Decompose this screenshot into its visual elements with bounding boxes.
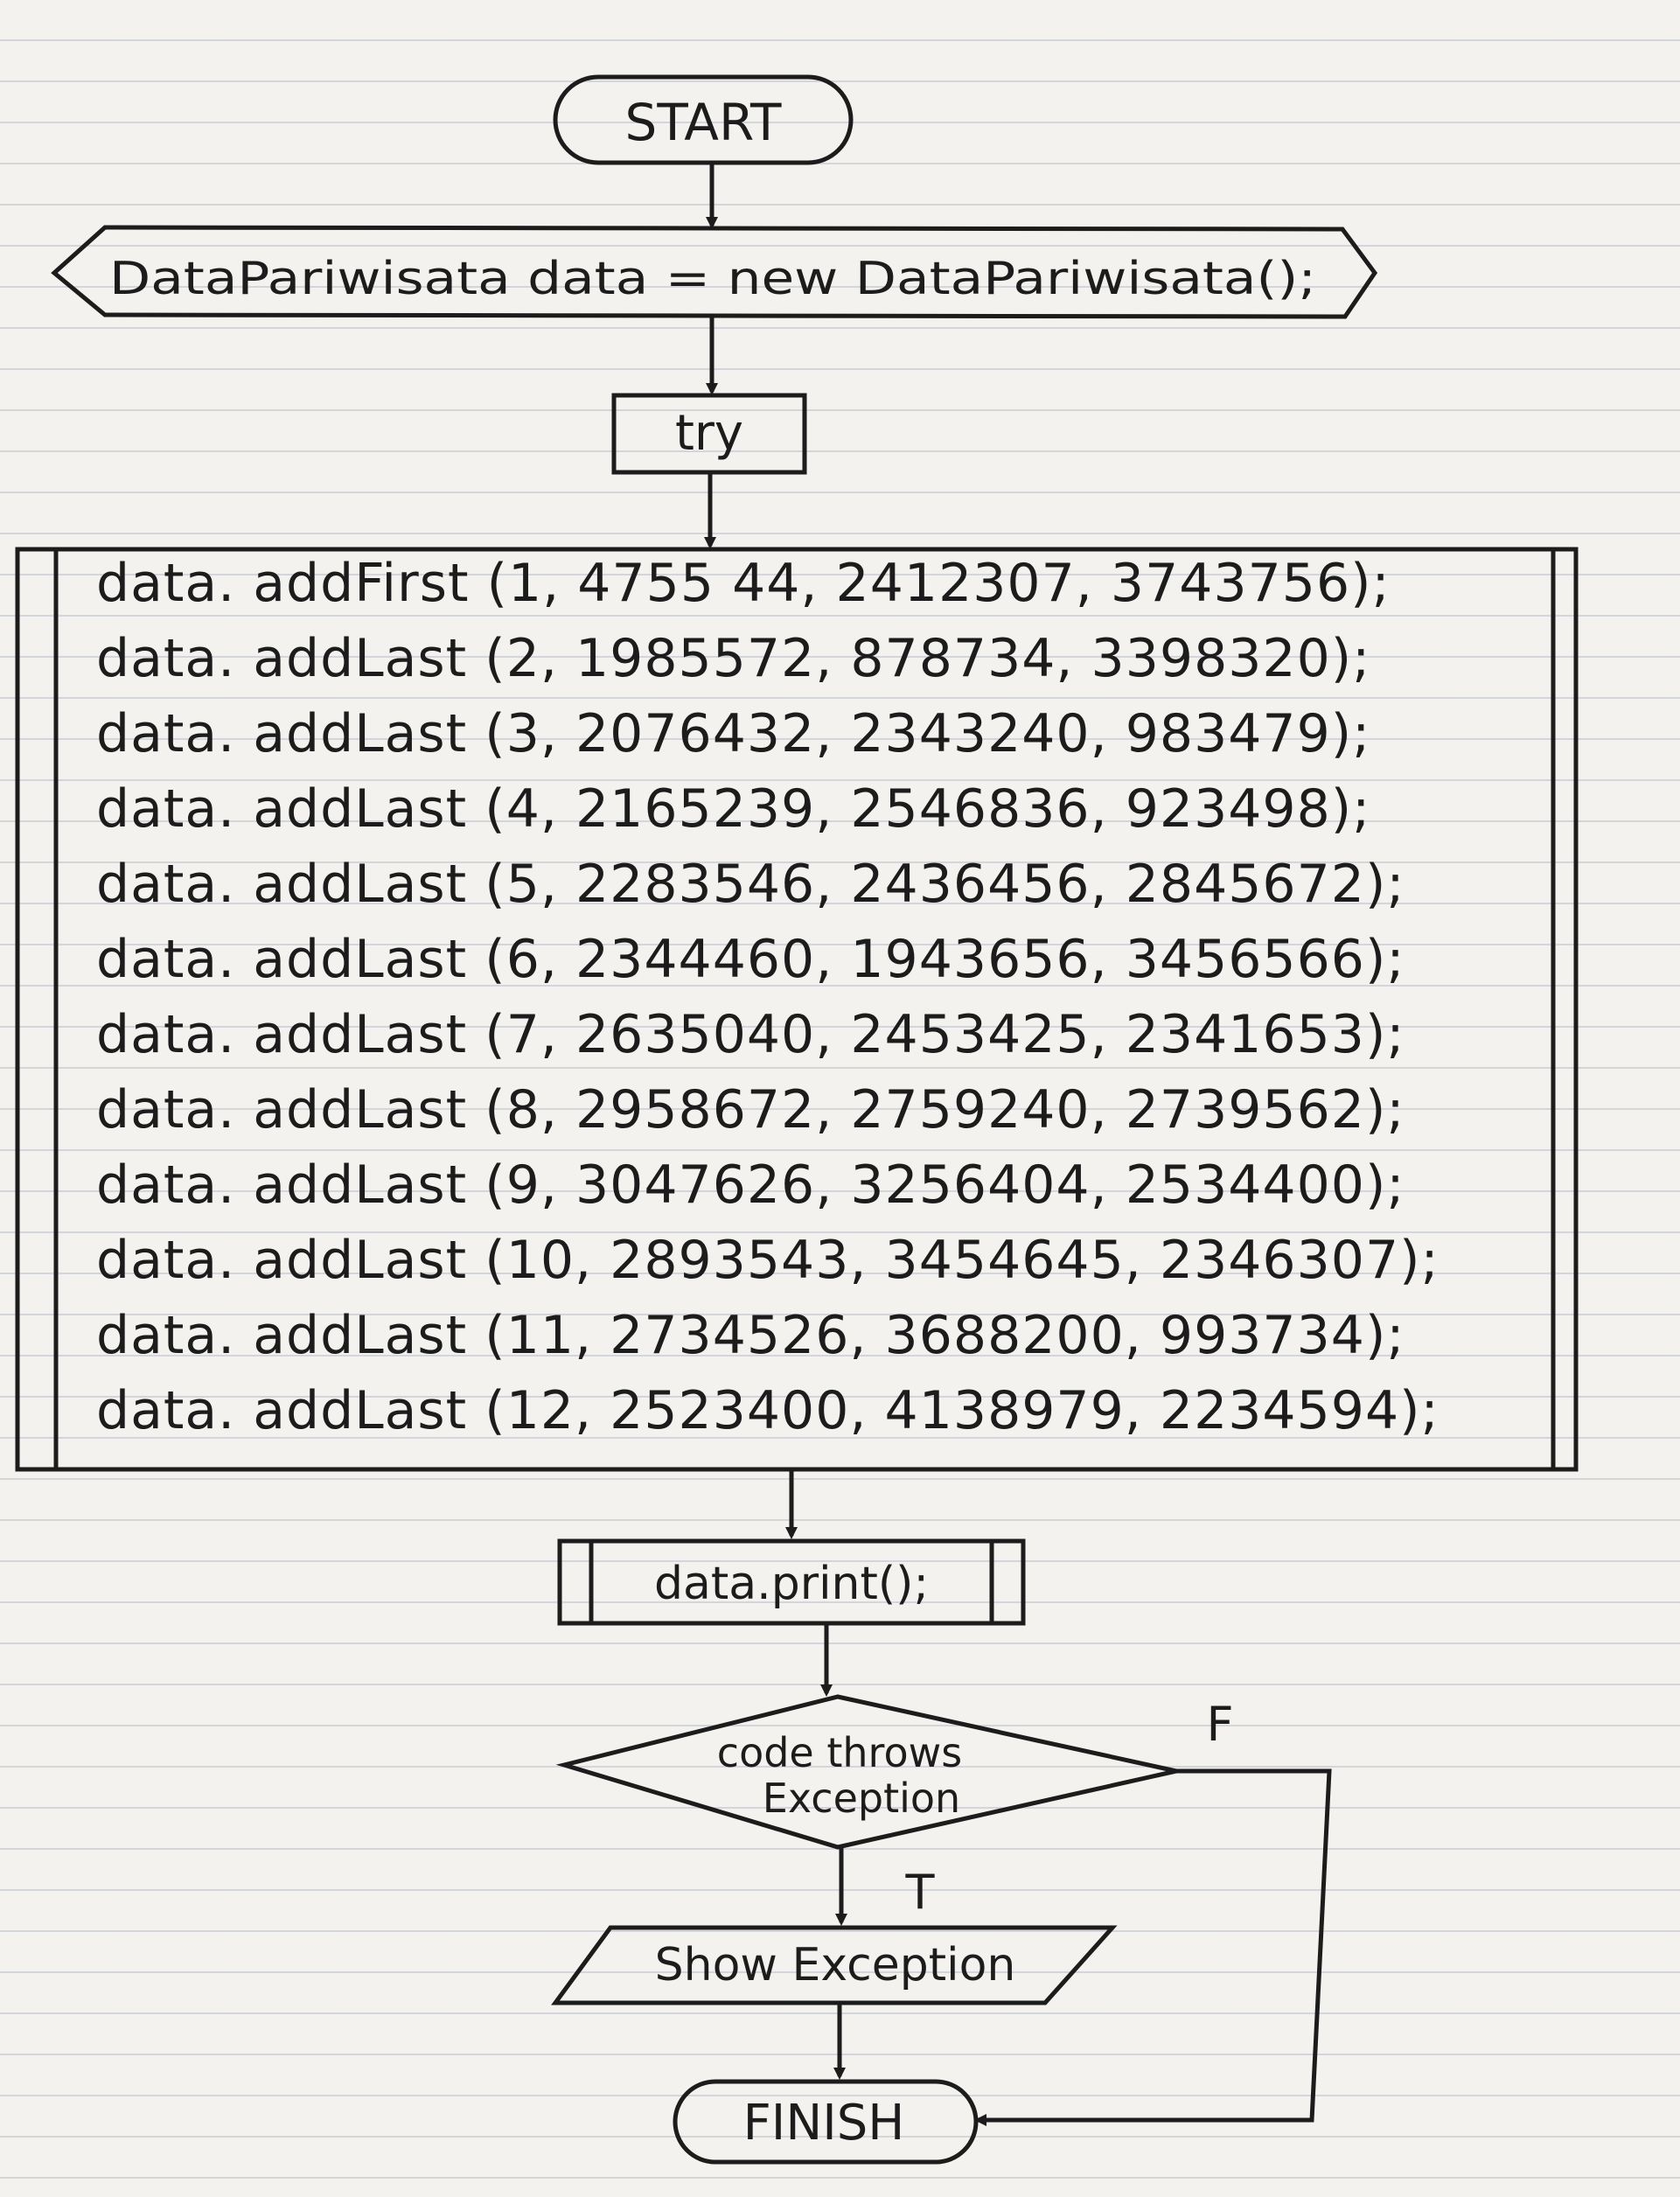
show-exception-io (551, 1925, 1118, 2005)
start-terminal (553, 74, 854, 165)
code-line: data. addLast (11, 2734526, 3688200, 993… (96, 1305, 1405, 1366)
declaration-label: DataPariwisata data = new DataPariwisata… (109, 253, 1316, 305)
code-line: data. addLast (3, 2076432, 2343240, 9834… (96, 703, 1371, 764)
code-line: data. addLast (7, 2635040, 2453425, 2341… (96, 1004, 1405, 1065)
try-label: try (675, 405, 743, 462)
print-subroutine (557, 1538, 1026, 1626)
decision-label-line1: code throws (717, 1729, 962, 1776)
code-line: data. addLast (5, 2283546, 2436456, 2845… (96, 854, 1405, 915)
true-label: T (905, 1865, 936, 1920)
show-exception-label: Show Exception (655, 1939, 1016, 1991)
print-label: data.print(); (654, 1558, 929, 1610)
code-line: data. addLast (9, 3047626, 3256404, 2534… (96, 1154, 1405, 1216)
finish-label: FINISH (743, 2095, 905, 2152)
code-line: data. addLast (4, 2165239, 2546836, 9234… (96, 778, 1371, 840)
code-line: data. addLast (6, 2344460, 1943656, 3456… (96, 929, 1405, 990)
code-line: data. addLast (12, 2523400, 4138979, 223… (96, 1380, 1440, 1441)
code-line: data. addLast (2, 1985572, 878734, 33983… (96, 628, 1371, 689)
false-label: F (1206, 1697, 1233, 1752)
code-line: data. addLast (10, 2893543, 3454645, 234… (96, 1230, 1440, 1291)
decision-label-line2: Exception (763, 1775, 960, 1822)
start-label: START (625, 93, 782, 152)
code-line: data. addLast (8, 2958672, 2759240, 2739… (96, 1079, 1405, 1140)
finish-terminal (673, 2079, 979, 2165)
declaration-hexagon (51, 225, 1378, 319)
code-block (15, 547, 1579, 1472)
false-branch-line (974, 1768, 1332, 2126)
code-line: data. addFirst (1, 4755 44, 2412307, 374… (96, 553, 1391, 614)
